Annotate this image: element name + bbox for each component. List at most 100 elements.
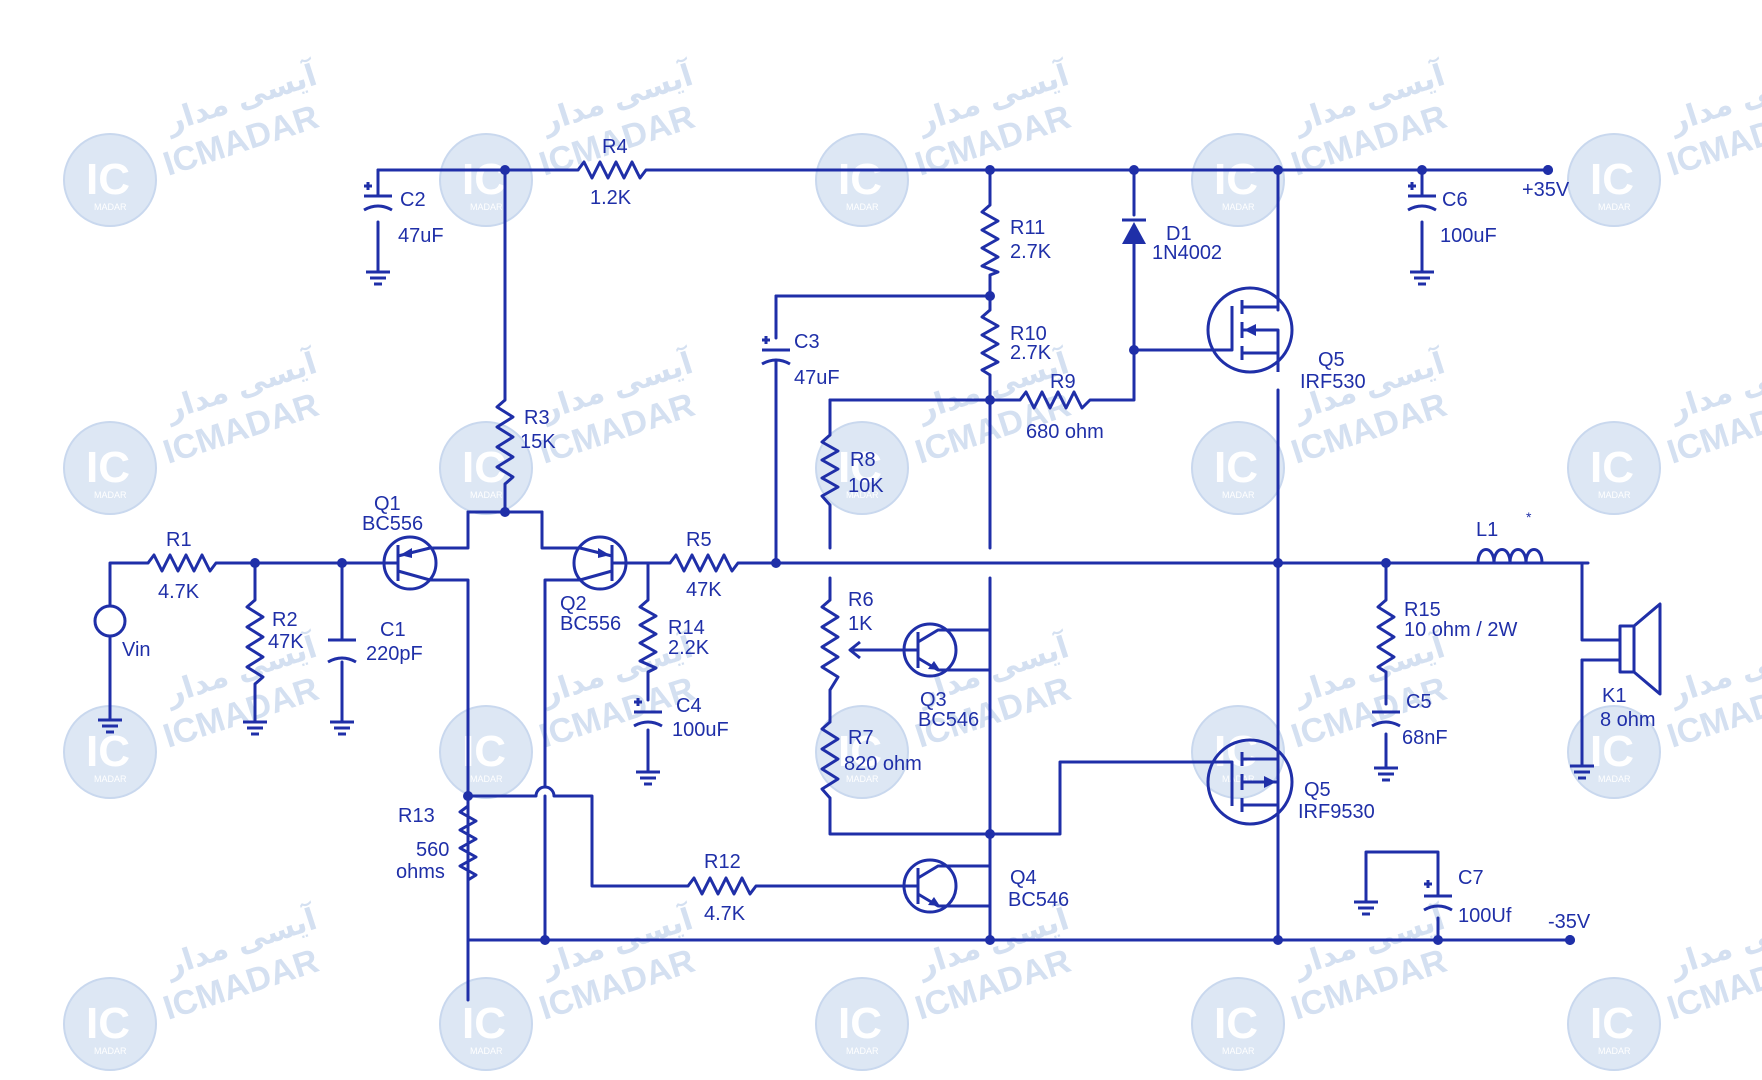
value-R5: 47K (686, 579, 722, 601)
svg-text:MADAR: MADAR (94, 490, 127, 500)
svg-text:MADAR: MADAR (846, 774, 879, 784)
diode-D1 (1122, 218, 1146, 244)
label-Q1: Q1 (374, 493, 401, 515)
value-C4: 100uF (672, 719, 729, 741)
svg-text:IC: IC (1214, 443, 1258, 492)
svg-text:IC: IC (1214, 155, 1258, 204)
label-R13: R13 (398, 805, 435, 827)
label-C7: C7 (1458, 867, 1484, 889)
value-C1: 220pF (366, 643, 423, 665)
wires (108, 168, 1622, 1002)
mosfet-Q5-IRF530 (1206, 286, 1294, 374)
svg-text:MADAR: MADAR (846, 1046, 879, 1056)
svg-text:MADAR: MADAR (846, 490, 879, 500)
resistor-R8 (820, 433, 840, 506)
value-C5: 68nF (1402, 727, 1448, 749)
label-C2: C2 (400, 189, 426, 211)
transistor-Q1 (382, 535, 438, 591)
label-R11: R11 (1010, 217, 1045, 239)
svg-text:IC: IC (1590, 999, 1634, 1048)
resistor-R1 (146, 553, 222, 573)
label-R12: R12 (704, 851, 741, 873)
label-R14: R14 (668, 617, 705, 639)
svg-text:IC: IC (462, 155, 506, 204)
svg-text:IC: IC (838, 443, 882, 492)
svg-text:MADAR: MADAR (1598, 490, 1631, 500)
svg-text:MADAR: MADAR (1598, 1046, 1631, 1056)
svg-text:IC: IC (86, 999, 130, 1048)
label-Q4: Q4 (1010, 867, 1037, 889)
value-C2: 47uF (398, 225, 444, 247)
label-R10: R10 (1010, 323, 1047, 345)
rail-positive: +35V (1522, 179, 1570, 201)
resistor-R7 (820, 720, 840, 799)
resistor-R13 (458, 796, 478, 940)
inductor-L1 (1476, 548, 1548, 565)
svg-text:MADAR: MADAR (1598, 202, 1631, 212)
resistor-R11 (980, 203, 1000, 277)
label-Q5-top: Q5 (1318, 349, 1345, 371)
label-C5: C5 (1406, 691, 1432, 713)
value-Q3: BC546 (918, 709, 979, 731)
value-R8: 10K (848, 475, 884, 497)
label-K1: K1 (1602, 685, 1626, 707)
label-R9: R9 (1050, 371, 1076, 393)
component-labels: R4 1.2K C2 47uF R11 2.7K D1 1N4002 C6 10… (122, 136, 1656, 933)
value-Q5-top: IRF530 (1300, 371, 1366, 393)
svg-text:IC: IC (1590, 443, 1634, 492)
value-C6: 100uF (1440, 225, 1497, 247)
resistor-R5 (668, 553, 740, 573)
label-D1: D1 (1166, 223, 1192, 245)
label-R1: R1 (166, 529, 192, 551)
svg-text:IC: IC (1590, 727, 1634, 776)
svg-text:MADAR: MADAR (1222, 202, 1255, 212)
svg-text:MADAR: MADAR (1222, 774, 1255, 784)
label-Vin: Vin (122, 639, 151, 661)
label-C4: C4 (676, 695, 702, 717)
value-R12: 4.7K (704, 903, 746, 925)
resistor-R9 (1018, 390, 1098, 410)
svg-text:MADAR: MADAR (1222, 490, 1255, 500)
resistor-R15 (1376, 598, 1396, 674)
value-R3: 15K (520, 431, 556, 453)
svg-text:IC: IC (838, 999, 882, 1048)
label-R4: R4 (602, 136, 628, 158)
value-R2: 47K (268, 631, 304, 653)
label-C1: C1 (380, 619, 406, 641)
ground-symbols (98, 270, 1594, 916)
speaker-K1 (1618, 602, 1662, 696)
resistor-R2 (245, 598, 265, 686)
value-R9: 680 ohm (1026, 421, 1104, 443)
svg-text:IC: IC (1214, 999, 1258, 1048)
capacitor-C4 (633, 698, 663, 728)
svg-text:MADAR: MADAR (470, 202, 503, 212)
capacitor-C7 (1423, 880, 1453, 912)
svg-text:MADAR: MADAR (470, 774, 503, 784)
resistor-R4 (576, 160, 650, 180)
capacitor-C6 (1407, 182, 1437, 212)
signal-source-Vin (93, 604, 127, 638)
svg-text:MADAR: MADAR (94, 1046, 127, 1056)
value-R13: 560 (416, 839, 449, 861)
svg-text:IC: IC (462, 999, 506, 1048)
value-R10: 2.7K (1010, 342, 1052, 364)
capacitor-C3 (761, 336, 791, 366)
svg-text:IC: IC (86, 155, 130, 204)
label-Q3: Q3 (920, 689, 947, 711)
label-R7: R7 (848, 727, 874, 749)
value-R4: 1.2K (590, 187, 632, 209)
resistor-R12 (686, 876, 762, 896)
label-R5: R5 (686, 529, 712, 551)
transistor-Q3 (902, 622, 990, 678)
value-D1: 1N4002 (1152, 242, 1222, 264)
